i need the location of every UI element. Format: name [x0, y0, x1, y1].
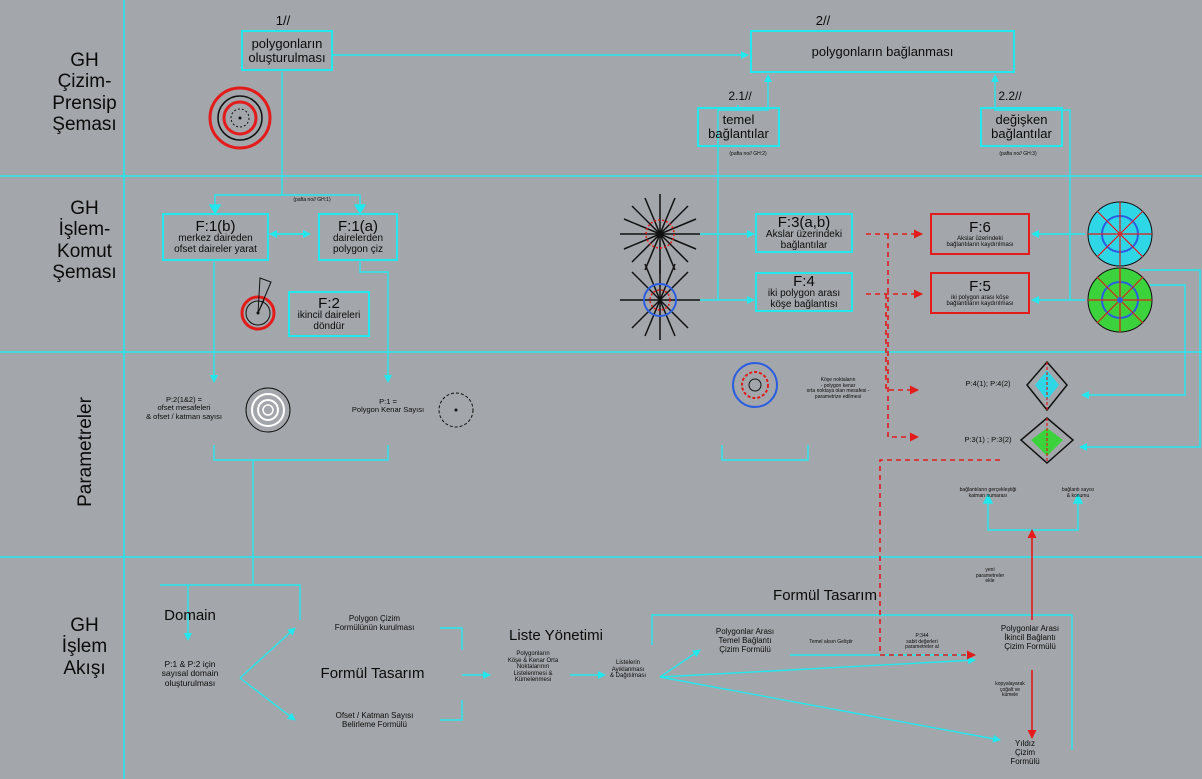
f1a-subtitle: dairelerden polygon çiz — [332, 233, 384, 255]
vertex-distance-figure — [732, 362, 778, 408]
row-title-parametreler: Parametreler — [75, 397, 96, 507]
p3-diamond-figure — [1019, 417, 1075, 465]
polygon-cizim-formul-text: Polygon Çizim Formülünün kurulması — [334, 614, 415, 632]
vertex-star-figure — [620, 260, 700, 340]
f2-subtitle: ikincil daireleri döndür — [297, 310, 361, 332]
polygon-create-box: polygonların oluşturulması — [241, 30, 333, 71]
note-gh2: (pafta no// GH:2) — [729, 151, 767, 157]
yildiz-formul-text: Yıldız Çizim Formülü — [1010, 739, 1040, 766]
p1-label: P:1 = Polygon Kenar Sayısı — [351, 397, 425, 415]
f1a-title: F:1(a) — [337, 217, 378, 235]
concentric-circles-figure — [208, 86, 272, 150]
baglanti-note-2: bağlantı sayısı & konumu — [1061, 487, 1095, 499]
temel-baglantilar-box: temel bağlantılar — [697, 107, 780, 147]
cyan-star-polygon-figure — [1087, 201, 1153, 267]
kopyala-note: kopyalayarak çoğalt ve kümele — [995, 681, 1025, 698]
temel-baglanti-formul-text: Polygonlar Arası Temel Bağlantı Çizim Fo… — [715, 627, 775, 654]
axis-star-figure — [620, 194, 700, 274]
polygon-offset-figure — [245, 387, 291, 433]
step-2-1-label: 2.1// — [728, 89, 752, 103]
p344-note: P:344 sabit değerleri parametreler al — [905, 633, 939, 650]
step-2-2-label: 2.2// — [998, 89, 1022, 103]
step-1-label: 1// — [275, 13, 291, 28]
f1b-box: F:1(b)merkez daireden ofset daireler yar… — [162, 213, 269, 261]
degisken-baglantilar-box: değişken bağlantılar — [980, 107, 1063, 147]
p3-label: P:3(1) ; P:3(2) — [964, 435, 1012, 444]
f5-title: F:5 — [969, 277, 991, 295]
f1b-title: F:1(b) — [195, 217, 236, 235]
f4-subtitle: iki polygon arası köşe bağlantısı — [767, 288, 841, 310]
formul-tasarim-title: Formül Tasarım — [320, 665, 425, 682]
green-star-polygon-figure — [1087, 267, 1153, 333]
yeni-parametre-note: yeni parametreler ekle — [975, 567, 1005, 584]
p2-label: P:2(1&2) = ofset mesafeleri & ofset / ka… — [146, 395, 222, 421]
p4-label: P:4(1); P:4(2) — [965, 379, 1011, 388]
domain-title: Domain — [164, 607, 216, 624]
temel-gelistir-note: Temel aksın Geliştir — [809, 639, 853, 645]
kose-note: Köşe noktaların - polygon kenar orta nok… — [806, 377, 870, 400]
f5-subtitle: iki polygon arası köşe bağlantıların kay… — [946, 294, 1014, 307]
baglanti-note-1: bağlantıların gerçekleştiği katman numar… — [959, 487, 1017, 499]
row-title-islem-akisi: GH İşlem Akışı — [61, 615, 108, 679]
f3-subtitle: Akslar üzerindeki bağlantılar — [765, 229, 843, 251]
p4-diamond-figure — [1026, 360, 1068, 412]
note-gh1: (pafta no// GH:1) — [293, 197, 331, 203]
ofset-formul-text: Ofset / Katman Sayısı Belirleme Formülü — [335, 711, 414, 729]
ayiklama-text: Listelerin Ayıklanması & Dağıtılması — [609, 660, 646, 680]
f1b-subtitle: merkez daireden ofset daireler yarat — [174, 233, 257, 255]
rotated-circle-figure — [240, 277, 276, 331]
ikincil-baglanti-formul-text: Polygonlar Arası İkincil Bağlantı Çizim … — [1000, 624, 1060, 651]
formul-tasarim-2-title: Formül Tasarım — [773, 587, 877, 604]
f3-title: F:3(a,b) — [777, 213, 831, 231]
domain-text: P:1 & P:2 için sayısal domain oluşturulm… — [161, 659, 219, 688]
liste-yonetimi-title: Liste Yönetimi — [509, 627, 603, 644]
f6-title: F:6 — [969, 218, 991, 236]
f1a-box: F:1(a)dairelerden polygon çiz — [318, 213, 398, 261]
liste-yonetimi-text: Polygonların Köşe & Kenar Orta Noktaları… — [507, 651, 559, 684]
row-title-islem-komut: GH İşlem- Komut Şeması — [52, 198, 117, 283]
row-title-cizim-prensip: GH Çizim- Prensip Şeması — [52, 50, 117, 135]
f3-box: F:3(a,b)Akslar üzerindeki bağlantılar — [755, 213, 853, 253]
f2-title: F:2 — [318, 294, 340, 312]
note-gh3: (pafta no// GH:3) — [999, 151, 1037, 157]
polygon-edge-figure — [438, 392, 474, 428]
f6-subtitle: Akslar üzerindeki bağlantıların kaydırıl… — [946, 235, 1014, 248]
polygon-connect-box: polygonların bağlanması — [750, 30, 1015, 73]
step-2-label: 2// — [815, 13, 831, 28]
f4-title: F:4 — [793, 272, 815, 290]
